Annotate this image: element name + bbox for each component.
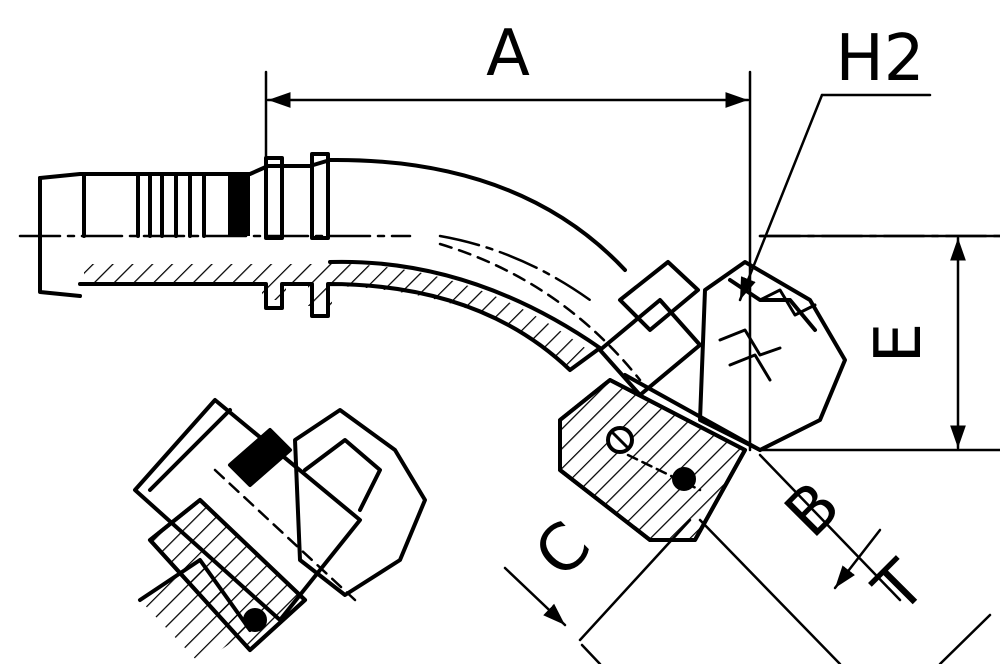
dimension-h2 — [738, 93, 932, 302]
label-e: E — [862, 323, 936, 363]
dimension-b — [758, 453, 902, 602]
label-a: A — [486, 17, 530, 91]
label-h2: H2 — [836, 22, 925, 96]
hose-tail — [38, 152, 642, 382]
dimension-t — [698, 518, 992, 664]
dimension-a — [264, 70, 752, 452]
dimension-c — [503, 518, 692, 664]
collar-ring-2 — [310, 152, 330, 240]
dimension-e — [758, 234, 1000, 452]
knurl-band — [228, 174, 250, 236]
label-t: T — [859, 547, 940, 628]
collar-ring-1 — [264, 156, 284, 240]
detail-view — [133, 398, 427, 664]
swivel-nut — [558, 260, 847, 542]
label-c: C — [521, 508, 605, 592]
